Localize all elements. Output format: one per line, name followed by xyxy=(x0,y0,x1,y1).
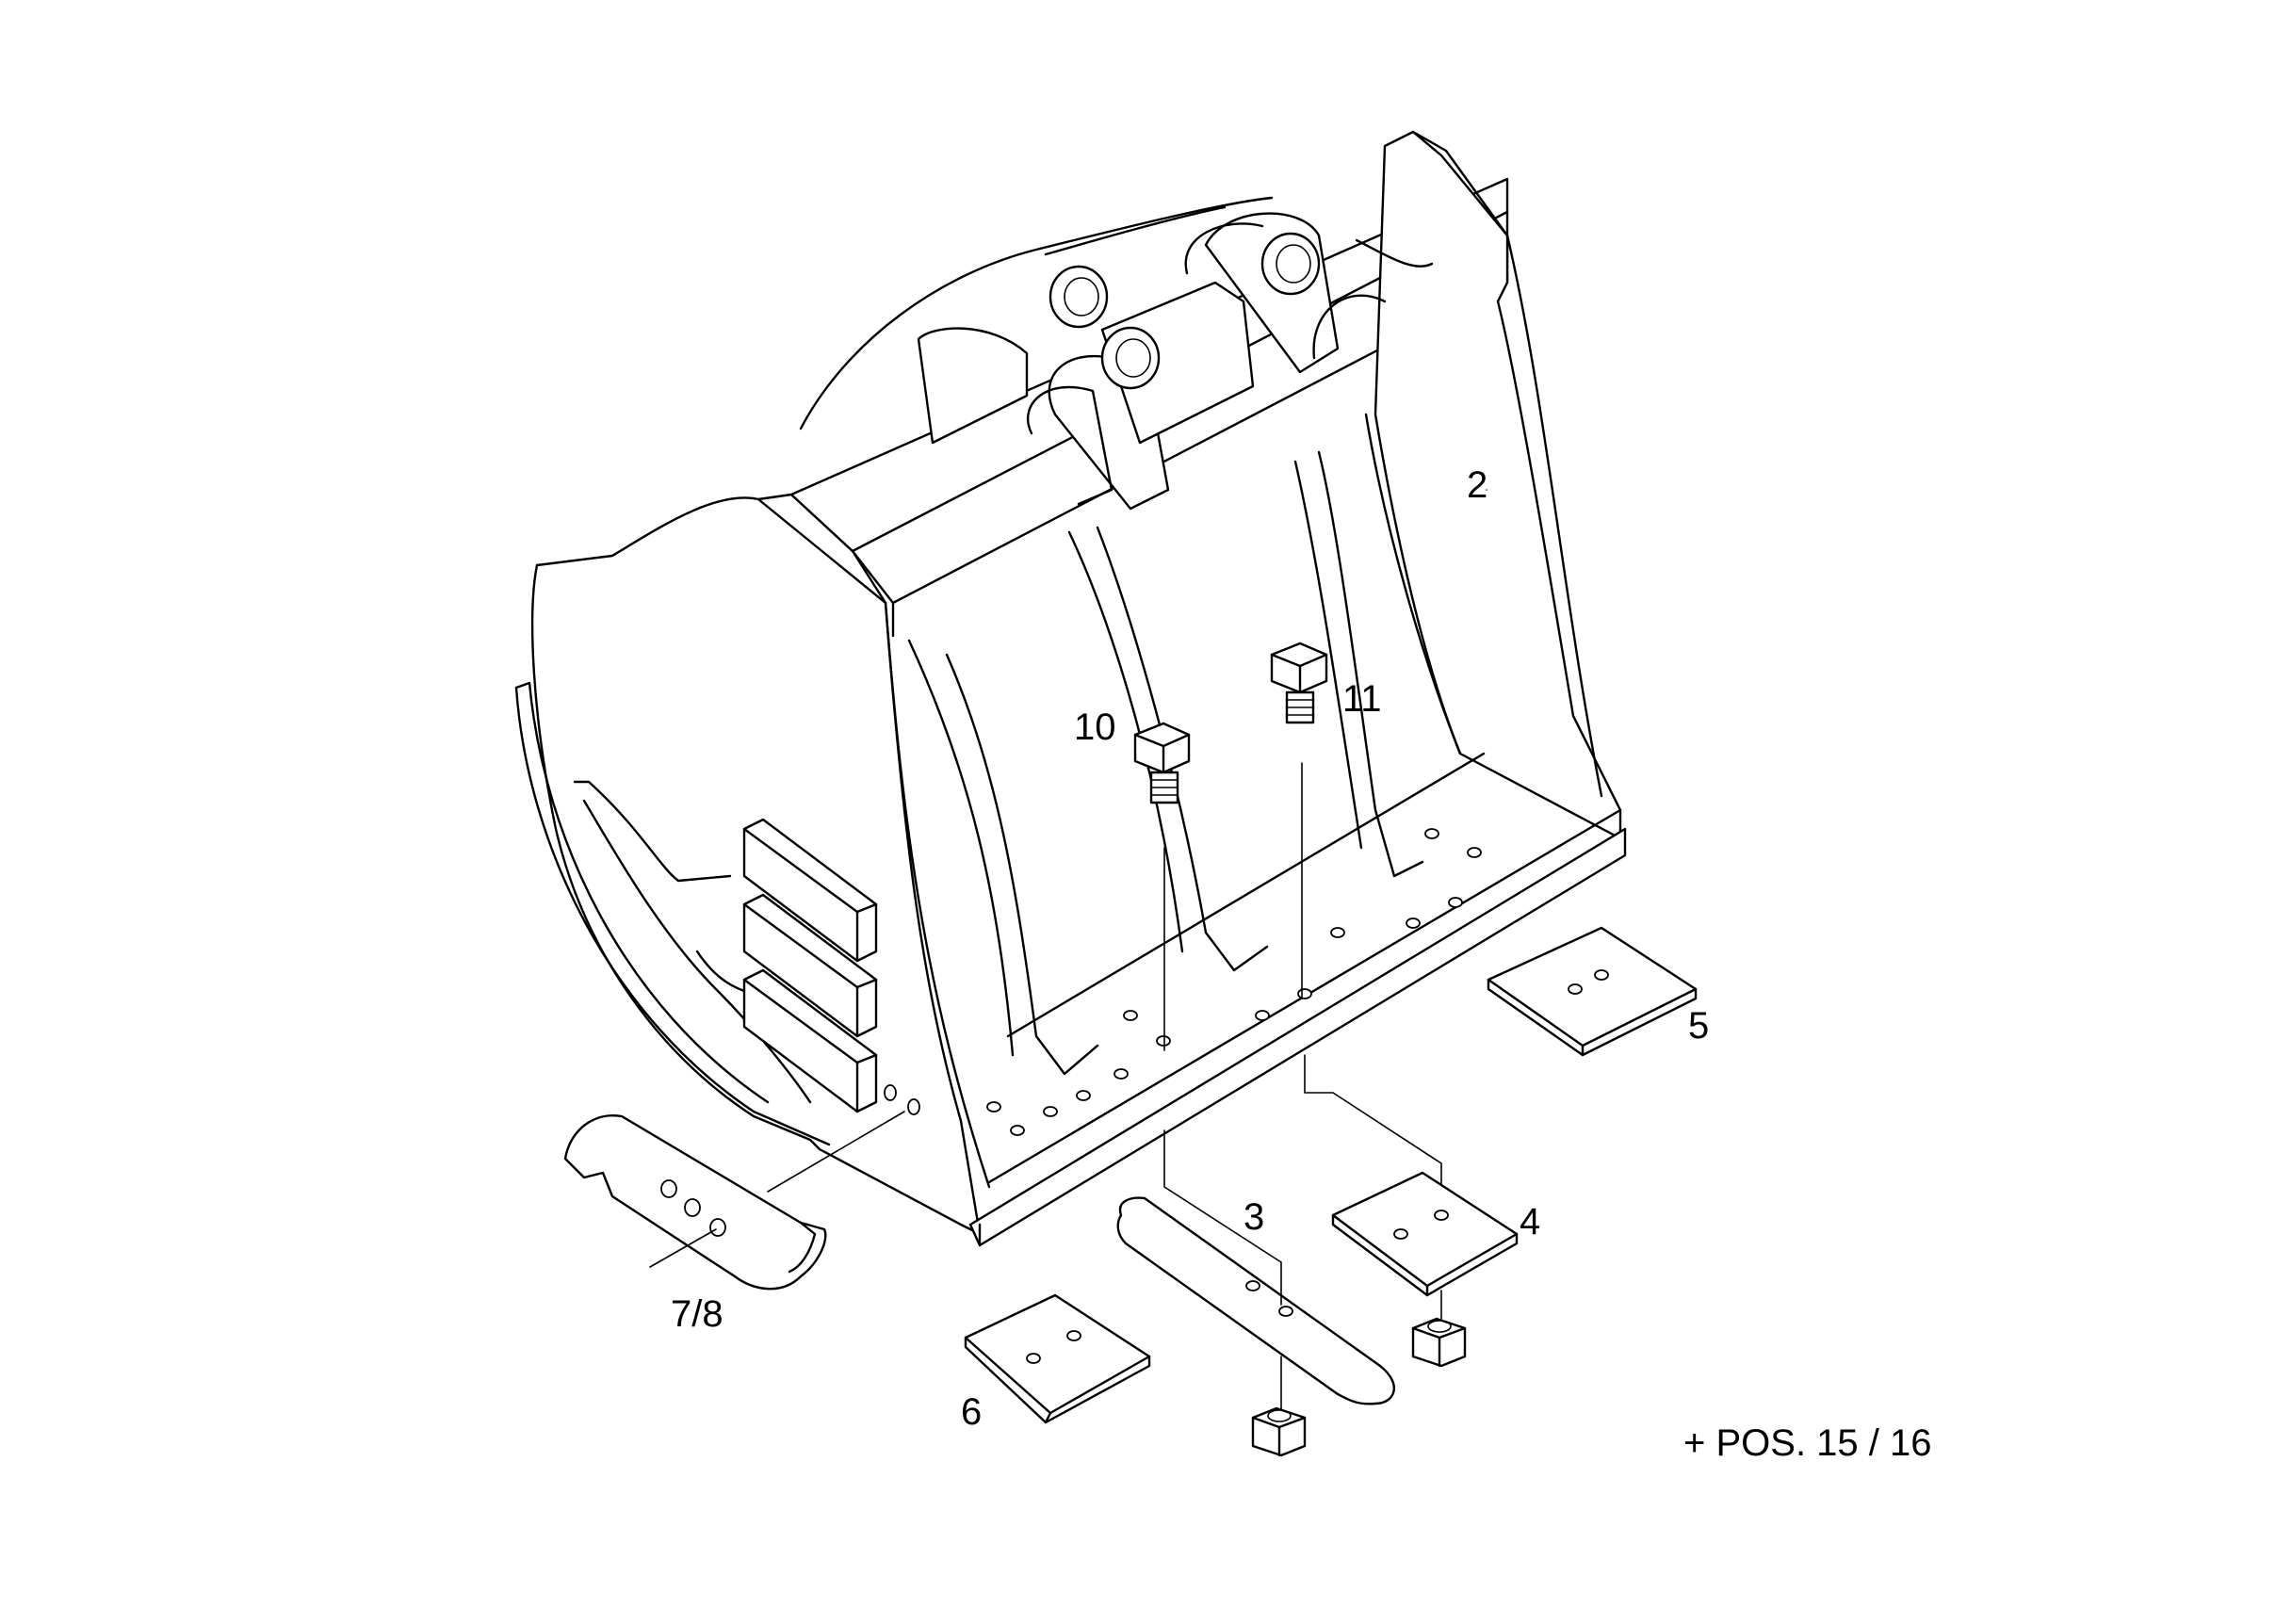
bolt-10 xyxy=(1133,722,1191,1051)
strip-3 xyxy=(1116,1129,1395,1405)
nut-lower xyxy=(1251,1356,1307,1457)
callout-4: 4 xyxy=(1520,1201,1540,1242)
footnote-positions: + POS. 15 / 16 xyxy=(1683,1422,1932,1464)
mounting-brackets xyxy=(917,212,1434,511)
floor-holes xyxy=(884,828,1482,1136)
pad-4 xyxy=(1331,1171,1519,1297)
callout-6: 6 xyxy=(961,1391,982,1433)
pad-6 xyxy=(964,1293,1151,1424)
callout-5: 5 xyxy=(1688,1005,1709,1047)
callout-2: 2 xyxy=(1467,464,1487,506)
bucket-body xyxy=(514,130,1627,1247)
callout-10: 10 xyxy=(1074,706,1116,748)
nut-upper xyxy=(1411,1290,1467,1368)
callout-7-8: 7/8 xyxy=(671,1293,723,1335)
callout-3: 3 xyxy=(1244,1196,1264,1238)
bolt-11 xyxy=(1270,641,1328,999)
pad-5 xyxy=(1304,926,1698,1216)
callout-11: 11 xyxy=(1342,678,1382,720)
side-plate-7-8 xyxy=(563,1111,905,1291)
